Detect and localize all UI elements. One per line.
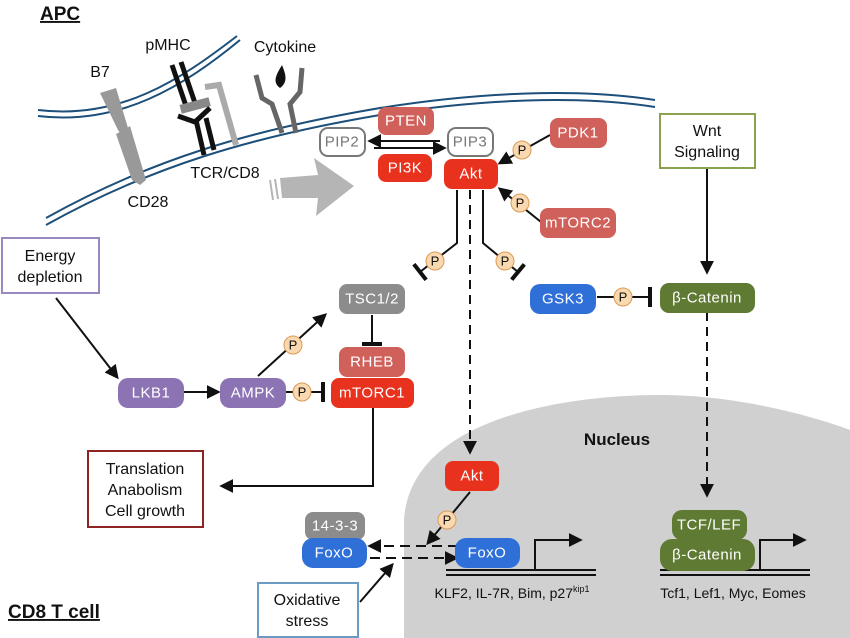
svg-text:P: P: [516, 196, 525, 211]
node-akt-nuclear: Akt: [445, 461, 499, 491]
foxo-target-genes: KLF2, IL-7R, Bim, p27kip1: [434, 584, 589, 601]
apc-membrane: [37, 35, 241, 119]
svg-text:PTEN: PTEN: [385, 113, 427, 130]
cytokine-label: Cytokine: [254, 39, 316, 56]
node-mtorc2: mTORC2: [540, 208, 616, 238]
svg-text:P: P: [518, 143, 527, 158]
tcr-cd8-label: TCR/CD8: [190, 165, 259, 182]
svg-text:Translation: Translation: [106, 461, 185, 478]
svg-text:TSC1/2: TSC1/2: [345, 291, 399, 308]
node-rheb: RHEB: [339, 347, 405, 377]
node-beta-catenin-nuclear: β-Catenin: [660, 539, 755, 571]
phospho-icon: P: [425, 251, 445, 271]
cytokine-receptor-icon: [253, 65, 305, 134]
svg-text:PIP2: PIP2: [325, 134, 360, 151]
signal-arrow-icon: [269, 158, 354, 216]
node-14-3-3: 14-3-3: [305, 512, 365, 540]
phospho-markers: P P P P P P P P: [283, 140, 633, 530]
svg-text:Signaling: Signaling: [674, 144, 740, 161]
phospho-icon: P: [437, 510, 457, 530]
svg-text:Cell growth: Cell growth: [105, 503, 185, 520]
svg-text:P: P: [501, 254, 510, 269]
svg-text:LKB1: LKB1: [132, 385, 171, 402]
svg-text:P: P: [443, 513, 452, 528]
svg-text:PIP3: PIP3: [453, 134, 488, 151]
svg-text:RHEB: RHEB: [350, 354, 394, 371]
svg-text:P: P: [289, 338, 298, 353]
phospho-icon: P: [495, 251, 515, 271]
svg-text:stress: stress: [286, 613, 329, 630]
box-translation: Translation Anabolism Cell growth: [87, 450, 204, 528]
node-pi3k: PI3K: [378, 154, 432, 182]
apc-title: APC: [40, 4, 80, 25]
phospho-icon: P: [510, 193, 530, 213]
pmhc-label: pMHC: [145, 37, 190, 54]
node-lkb1: LKB1: [118, 378, 184, 408]
svg-text:PI3K: PI3K: [388, 160, 423, 177]
box-oxidative-stress: Oxidative stress: [257, 582, 359, 638]
svg-text:β-Catenin: β-Catenin: [672, 547, 742, 564]
svg-text:Akt: Akt: [460, 468, 484, 485]
svg-text:PDK1: PDK1: [557, 125, 598, 142]
node-tcf-lef: TCF/LEF: [672, 510, 747, 540]
svg-text:Energy: Energy: [25, 248, 76, 265]
node-pip2: PIP2: [319, 127, 366, 157]
node-mtorc1: mTORC1: [331, 378, 414, 408]
svg-text:Wnt: Wnt: [693, 123, 722, 140]
phospho-icon: P: [613, 287, 633, 307]
b7-cd28-receptor-icon: [100, 88, 146, 185]
svg-text:Akt: Akt: [459, 166, 483, 183]
phospho-icon: P: [292, 382, 312, 402]
tcf-target-genes: Tcf1, Lef1, Myc, Eomes: [660, 585, 806, 601]
node-foxo-cyto: FoxO: [302, 538, 367, 568]
svg-text:β-Catenin: β-Catenin: [672, 290, 742, 307]
svg-text:TCF/LEF: TCF/LEF: [677, 517, 741, 534]
svg-text:P: P: [431, 254, 440, 269]
node-gsk3: GSK3: [530, 284, 596, 314]
node-pdk1: PDK1: [550, 118, 607, 148]
node-beta-catenin: β-Catenin: [660, 283, 755, 313]
phospho-icon: P: [283, 335, 303, 355]
box-energy-depletion: Energy depletion: [1, 237, 100, 294]
node-pip3: PIP3: [447, 127, 494, 157]
node-ampk: AMPK: [220, 378, 286, 408]
b7-label: B7: [90, 64, 110, 81]
svg-text:14-3-3: 14-3-3: [312, 518, 358, 535]
cd28-label: CD28: [128, 194, 169, 211]
box-wnt-signaling: Wnt Signaling: [659, 113, 756, 169]
svg-text:Oxidative: Oxidative: [274, 592, 341, 609]
svg-text:AMPK: AMPK: [231, 385, 276, 402]
svg-text:GSK3: GSK3: [542, 291, 584, 308]
svg-text:depletion: depletion: [18, 269, 83, 286]
phospho-icon: P: [512, 140, 532, 160]
svg-text:P: P: [298, 385, 307, 400]
svg-text:mTORC2: mTORC2: [545, 215, 611, 232]
cd8-t-cell-title: CD8 T cell: [8, 602, 100, 623]
node-akt: Akt: [444, 159, 498, 189]
nucleus-label: Nucleus: [584, 430, 650, 449]
node-pten: PTEN: [378, 107, 434, 135]
svg-text:P: P: [619, 290, 628, 305]
pmhc-tcr-receptor-icon: [169, 61, 239, 156]
node-foxo-nuclear: FoxO: [455, 538, 520, 568]
svg-text:FoxO: FoxO: [468, 545, 507, 562]
svg-text:mTORC1: mTORC1: [339, 385, 405, 402]
nucleus-region: [404, 395, 850, 638]
svg-text:Anabolism: Anabolism: [108, 482, 183, 499]
node-tsc12: TSC1/2: [339, 284, 405, 314]
svg-text:FoxO: FoxO: [315, 545, 354, 562]
